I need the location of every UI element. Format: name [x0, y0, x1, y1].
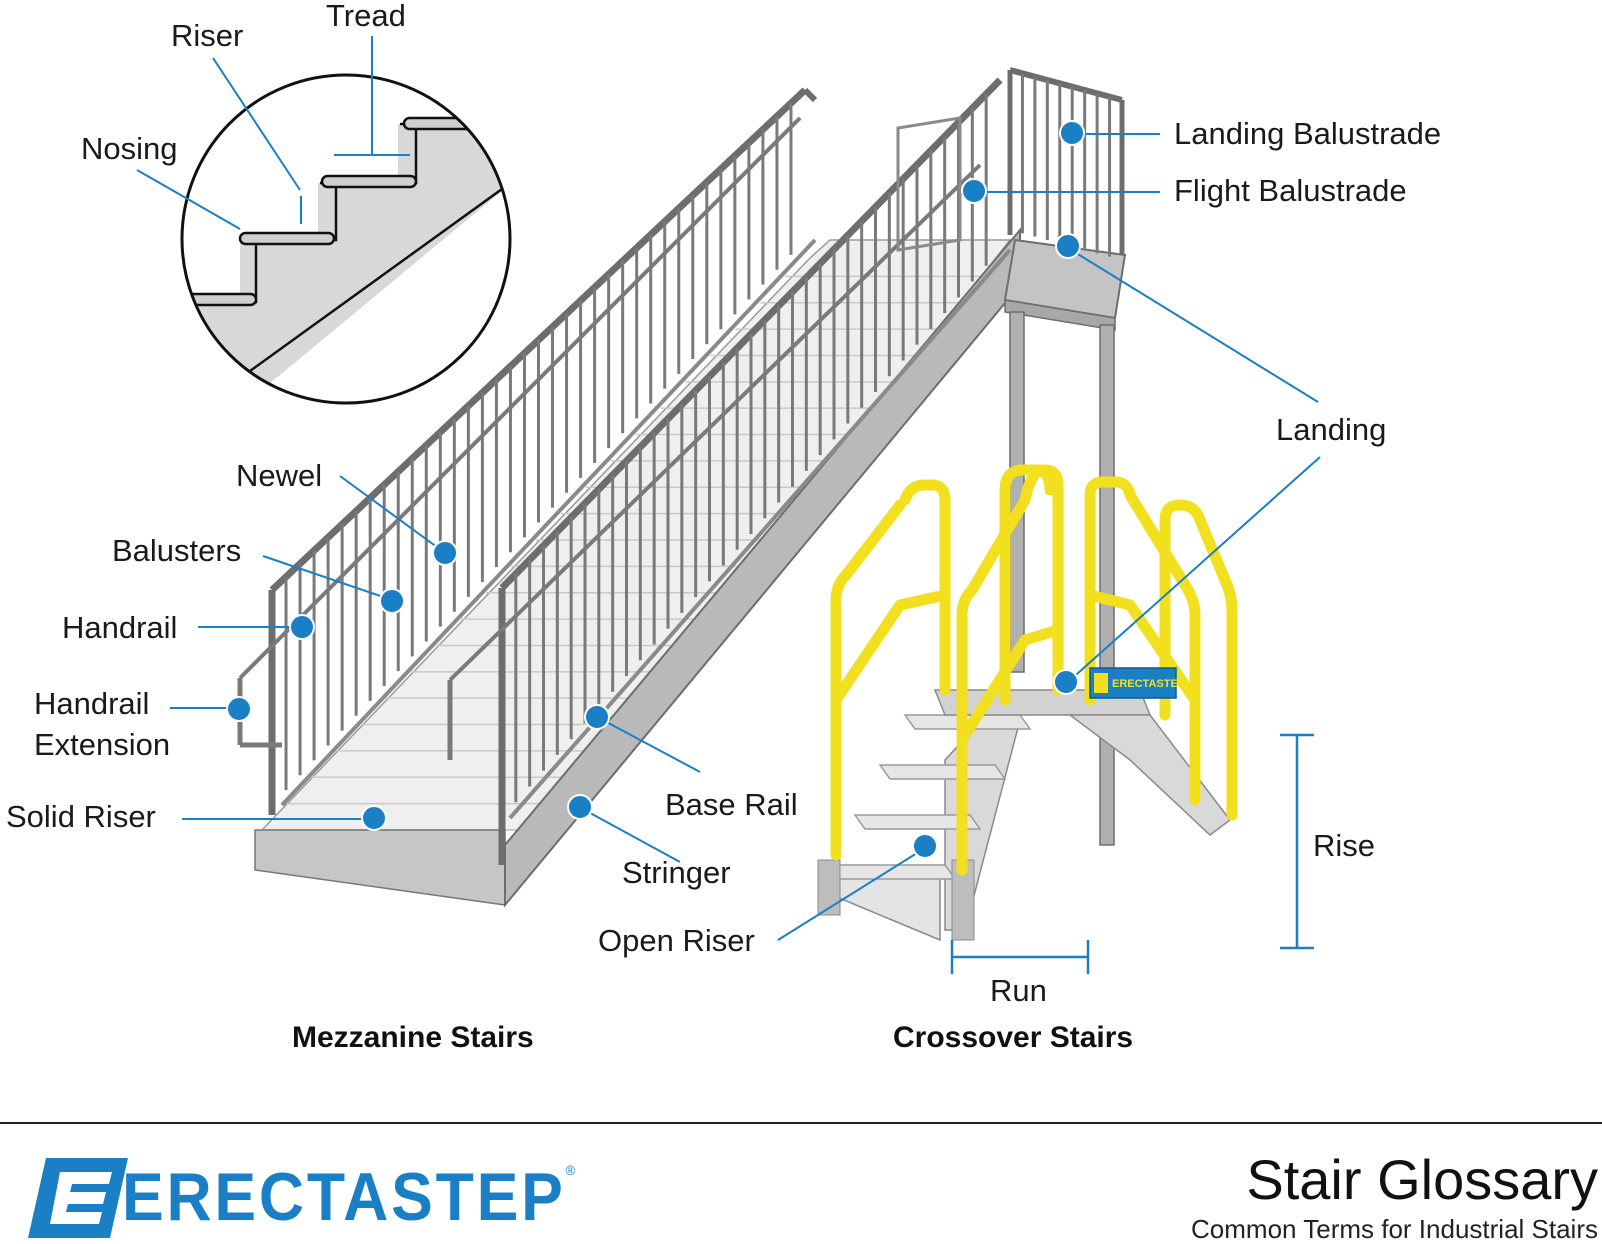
label-stringer: Stringer: [622, 855, 731, 890]
callout-dot-flight-balustrade: [961, 178, 987, 204]
callout-dot-crossover-landing: [1053, 669, 1079, 695]
footer-divider: [0, 1122, 1602, 1124]
label-handrail-extension-line1: Handrail: [34, 686, 150, 721]
callout-dot-solid-riser: [361, 805, 387, 831]
label-run: Run: [990, 973, 1047, 1008]
caption-mezzanine-stairs: Mezzanine Stairs: [292, 1021, 534, 1054]
label-riser: Riser: [171, 18, 244, 53]
callout-dot-handrail: [289, 614, 315, 640]
callout-dot-landing-balustrade: [1059, 120, 1085, 146]
callout-dot-newel: [432, 540, 458, 566]
caption-crossover-stairs: Crossover Stairs: [893, 1021, 1134, 1054]
label-rise: Rise: [1313, 828, 1376, 863]
page-subtitle: Common Terms for Industrial Stairs: [1191, 1214, 1598, 1244]
label-landing-balustrade: Landing Balustrade: [1174, 116, 1442, 151]
brand-name: ERECTASTEP: [122, 1159, 566, 1235]
label-handrail: Handrail: [62, 610, 178, 645]
label-newel: Newel: [236, 458, 323, 493]
crossover-step: [828, 864, 957, 880]
label-handrail-extension-line2: Extension: [34, 727, 171, 762]
crossover-step: [878, 764, 1007, 780]
callout-dot-stringer: [567, 794, 593, 820]
label-open-riser: Open Riser: [598, 923, 755, 958]
page-title: Stair Glossary: [1246, 1148, 1598, 1211]
label-solid-riser: Solid Riser: [6, 799, 156, 834]
rise-dimension: [1280, 733, 1314, 950]
run-dimension: [950, 940, 1090, 974]
registered-mark: ®: [565, 1162, 576, 1178]
label-base-rail: Base Rail: [665, 787, 798, 822]
crossover-stair: ERECTASTEP: [817, 464, 1238, 942]
label-flight-balustrade: Flight Balustrade: [1174, 173, 1407, 208]
label-landing: Landing: [1276, 412, 1387, 447]
erectastep-logo-icon: [28, 1158, 128, 1238]
callout-dot-handrail-extension: [226, 696, 252, 722]
callout-dot-landing: [1055, 233, 1081, 259]
label-nosing: Nosing: [81, 131, 178, 166]
callout-dot-base-rail: [584, 704, 610, 730]
label-tread: Tread: [326, 0, 406, 33]
callout-leaders: [170, 133, 1321, 941]
brand-wordmark: ERECTASTEP®: [122, 1163, 575, 1231]
callout-dot-open-riser: [912, 833, 938, 859]
product-sign-text: ERECTASTEP: [1112, 678, 1185, 690]
callout-dot-balusters: [379, 588, 405, 614]
label-balusters: Balusters: [112, 533, 242, 568]
crossover-step: [853, 814, 982, 830]
